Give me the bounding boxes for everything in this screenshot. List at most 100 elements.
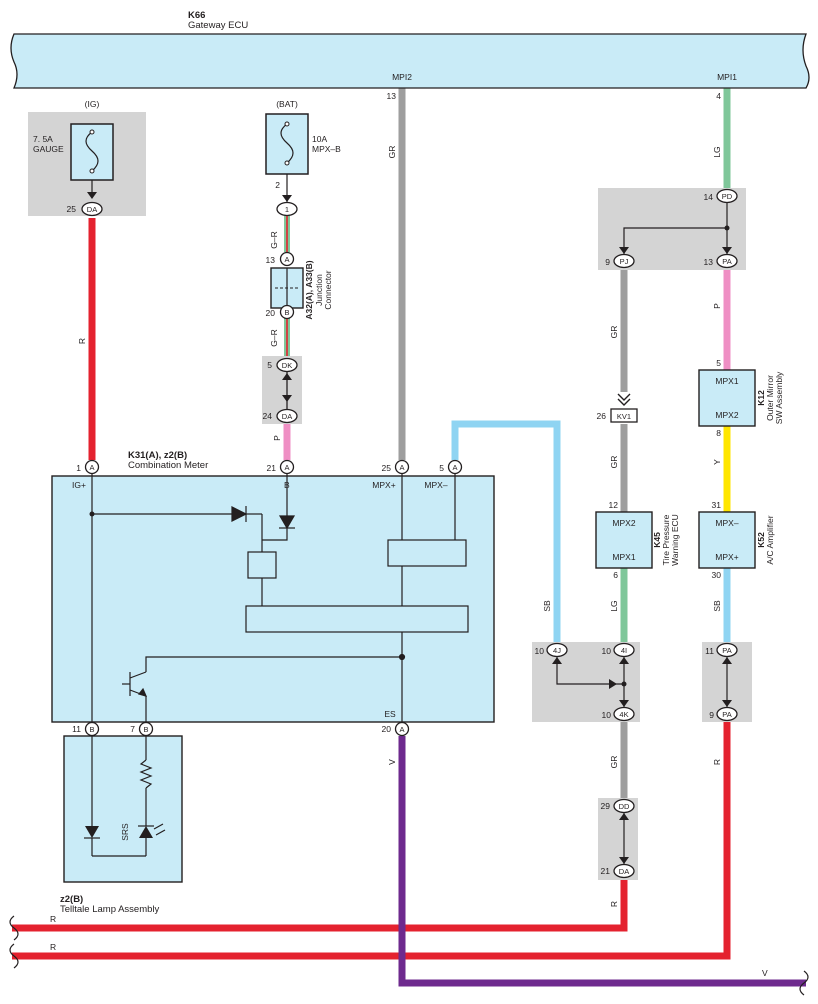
- svg-text:MPX2: MPX2: [612, 518, 635, 528]
- k52-ref: K52: [756, 532, 766, 548]
- wire-label-gr-dd: GR: [609, 756, 619, 769]
- svg-text:6: 6: [613, 570, 618, 580]
- k52-name: A/C Amplifier: [765, 515, 775, 564]
- svg-text:MPX–: MPX–: [424, 480, 447, 490]
- fuse-ig-rating: 7. 5A: [33, 134, 53, 144]
- fuse-bat-name: MPX–B: [312, 144, 341, 154]
- svg-text:4I: 4I: [621, 646, 627, 655]
- meter-pin-5a: [447, 459, 463, 475]
- telltale-lamp-assembly: SRS z2(B) Telltale Lamp Assembly: [60, 735, 183, 915]
- connector-20b: [279, 304, 295, 320]
- svg-text:B: B: [89, 725, 94, 734]
- wire-v-es: [398, 736, 806, 987]
- wire-label-r-1: R: [50, 914, 56, 924]
- wire-label-lg-mpi1: LG: [712, 146, 722, 157]
- junction-name-2: Connector: [323, 270, 333, 309]
- svg-text:12: 12: [609, 500, 619, 510]
- wire-label-r-da: R: [609, 901, 619, 907]
- svg-text:10: 10: [535, 646, 545, 656]
- wire-break-icon: [9, 943, 19, 969]
- pa-splice-block: 11 PA 9 PA R: [702, 642, 752, 765]
- svg-text:PJ: PJ: [620, 257, 629, 266]
- 4j-splice-block: 10 4J 10 4I 10 4K GR: [532, 642, 640, 768]
- svg-text:10: 10: [602, 710, 612, 720]
- wire-label-gr-mpi2: GR: [387, 146, 397, 159]
- fuse-gauge: (IG) 7. 5A GAUGE 25 DA R: [28, 99, 146, 344]
- fuse-mpx-b: (BAT) 10A MPX–B 2 1 G–R G–R: [265, 99, 341, 347]
- k45-name-1: Tire Pressure: [661, 514, 671, 565]
- gateway-ecu-ref: K66: [188, 10, 205, 21]
- connector-4j: [546, 642, 568, 658]
- svg-text:PA: PA: [722, 257, 731, 266]
- svg-text:A: A: [284, 463, 289, 472]
- wire-label-g-r-bottom: G–R: [269, 329, 279, 346]
- svg-text:DA: DA: [619, 867, 629, 876]
- svg-text:9: 9: [709, 710, 714, 720]
- junction-connector: 13 A 20 B A32(A), A33(B) Junction Connec…: [266, 251, 333, 320]
- k12-name-2: SW Assembly: [774, 371, 784, 424]
- telltale-led-label: SRS: [120, 823, 130, 841]
- svg-text:DD: DD: [619, 802, 630, 811]
- svg-text:MPX–: MPX–: [715, 518, 738, 528]
- wire-label-r-pa: R: [712, 759, 722, 765]
- connector-dk: [276, 357, 298, 373]
- svg-text:9: 9: [605, 257, 610, 267]
- wires: [12, 88, 806, 987]
- wire-break-icon: [9, 915, 19, 941]
- diode-icon: [278, 515, 296, 530]
- svg-text:5: 5: [267, 360, 272, 370]
- combination-meter: K31(A), z2(B) Combination Meter 1 A IG+ …: [51, 450, 495, 765]
- meter-ref: K31(A), z2(B): [128, 450, 187, 461]
- connector-pa-13: [716, 253, 738, 269]
- connector-da-24: [276, 408, 298, 424]
- svg-text:10: 10: [602, 646, 612, 656]
- outer-mirror-sw-assembly: 5 MPX1 MPX2 8 K12 Outer Mirror SW Assemb…: [698, 358, 784, 465]
- svg-text:30: 30: [712, 570, 722, 580]
- ecu-pin-4: 4: [716, 91, 721, 101]
- connector-4i: [613, 642, 635, 658]
- svg-text:5: 5: [439, 463, 444, 473]
- k12-name-1: Outer Mirror: [765, 375, 775, 421]
- svg-text:13: 13: [266, 255, 276, 265]
- telltale-ref: z2(B): [60, 894, 83, 905]
- svg-text:PA: PA: [722, 710, 731, 719]
- wire-label-sb-left: SB: [542, 600, 552, 612]
- diode-icon: [85, 826, 99, 838]
- svg-text:DA: DA: [87, 205, 97, 214]
- svg-text:MPX+: MPX+: [372, 480, 395, 490]
- wire-label-p-k12: P: [712, 303, 722, 309]
- wire-label-sb-right: SB: [712, 600, 722, 612]
- svg-text:5: 5: [716, 358, 721, 368]
- svg-text:21: 21: [267, 463, 277, 473]
- bottom-harness: R R V: [9, 914, 809, 996]
- wire-label-y: Y: [712, 459, 722, 465]
- wire-label-p-meter: P: [272, 435, 282, 441]
- meter-pin-1a: [84, 459, 100, 475]
- fuse-bat-rating: 10A: [312, 134, 327, 144]
- connector-13a: [279, 251, 295, 267]
- gateway-ecu: K66 Gateway ECU MPI2 MPI1 13 4: [10, 10, 810, 101]
- svg-text:A: A: [452, 463, 457, 472]
- gateway-ecu-name: Gateway ECU: [188, 20, 248, 31]
- svg-text:24: 24: [263, 411, 273, 421]
- ecu-mpi2-label: MPI2: [392, 72, 412, 82]
- svg-text:7: 7: [130, 724, 135, 734]
- svg-text:8: 8: [716, 428, 721, 438]
- svg-text:B: B: [284, 308, 289, 317]
- kv1-connector: KV1 26 GR: [597, 393, 638, 468]
- svg-text:PD: PD: [722, 192, 733, 201]
- svg-text:1: 1: [76, 463, 81, 473]
- ecu-pin-13: 13: [387, 91, 397, 101]
- wire-label-v-es: V: [387, 759, 397, 765]
- svg-text:14: 14: [704, 192, 714, 202]
- svg-text:MPX1: MPX1: [715, 376, 738, 386]
- svg-text:KV1: KV1: [617, 412, 631, 421]
- svg-text:MPX+: MPX+: [715, 552, 738, 562]
- k12-ref: K12: [756, 390, 766, 406]
- svg-text:B: B: [143, 725, 148, 734]
- wire-label-r-ig: R: [77, 338, 87, 344]
- svg-text:11: 11: [705, 646, 714, 656]
- svg-text:21: 21: [601, 866, 611, 876]
- meter-name: Combination Meter: [128, 460, 208, 471]
